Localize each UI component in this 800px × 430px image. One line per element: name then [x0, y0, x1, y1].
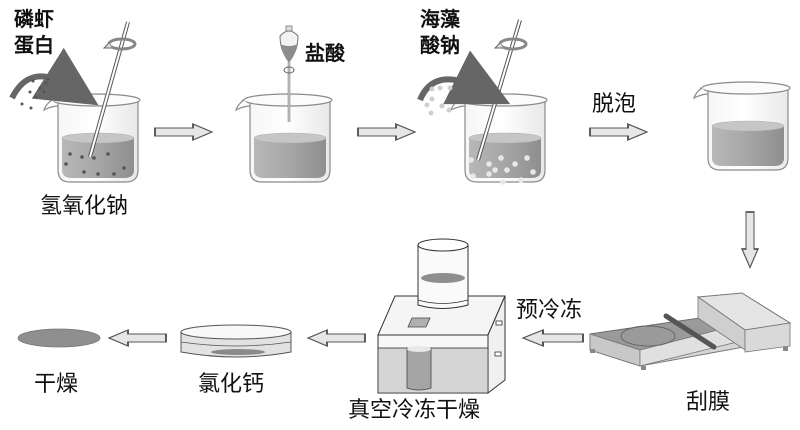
protein-powder [20, 77, 50, 110]
separatory-funnel-icon [279, 25, 299, 122]
beaker-dissolve [43, 93, 141, 183]
rotation-icon [493, 37, 528, 51]
beaker-acidify [235, 93, 333, 183]
protein-particles [64, 152, 126, 176]
flow-arrow-down [741, 211, 759, 269]
flow-arrow-3 [589, 123, 648, 141]
step-label-cacl2: 氯化钙 [198, 372, 265, 397]
step-label-freeze-dry: 真空冷冻干燥 [348, 398, 481, 423]
step-label-dry: 干燥 [34, 372, 79, 397]
reagent-label-krill-line1: 磷虾 [14, 7, 54, 31]
dried-film [17, 328, 101, 348]
pour-arrow-icon [417, 50, 511, 105]
flow-arrow-5 [307, 329, 366, 347]
beaker-alginate [450, 93, 548, 185]
flow-arrow-2 [357, 123, 416, 141]
film-casting-plate [589, 292, 792, 370]
reagent-label-krill-line2: 蛋白 [14, 33, 54, 57]
beaker-degassed [693, 81, 791, 171]
freeze-dryer [377, 238, 506, 395]
reagent-label-alginate-line1: 海藻 [420, 7, 460, 31]
stir-rod-1 [88, 21, 130, 158]
petri-dish [180, 324, 292, 358]
step-label-prefreeze: 预冷冻 [516, 298, 583, 323]
flow-arrow-6 [108, 329, 167, 347]
pour-arrow-icon [9, 47, 99, 106]
step-label-cast: 刮膜 [686, 390, 731, 415]
solvent-label-naoh: 氢氧化钠 [40, 194, 129, 219]
reagent-label-hcl: 盐酸 [305, 41, 345, 65]
flow-arrow-1 [154, 123, 213, 141]
alginate-powder [424, 85, 453, 116]
reagent-label-alginate-line2: 酸钠 [420, 33, 460, 57]
flow-arrow-4 [522, 329, 584, 347]
rotation-icon [102, 37, 137, 51]
alginate-particles [468, 155, 536, 185]
step-label-degas: 脱泡 [592, 92, 637, 117]
scraper-rod [663, 313, 717, 350]
